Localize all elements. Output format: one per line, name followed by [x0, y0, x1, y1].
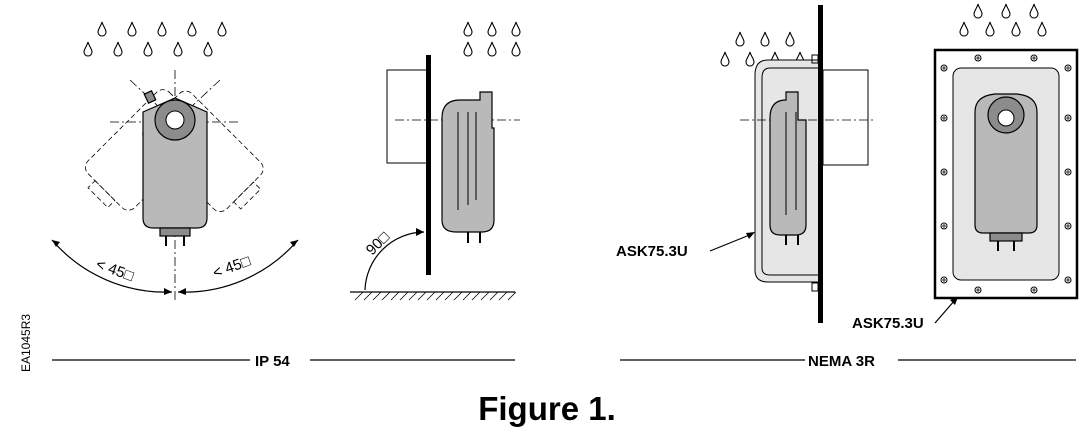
actuator-tilt-view: < 45□ < 45□ — [51, 70, 299, 300]
rain-drop-icon — [1011, 21, 1021, 37]
actuator-icon — [142, 89, 208, 246]
figure-caption: Figure 1. — [478, 390, 616, 427]
mounting-wall-icon — [426, 55, 431, 275]
rain-drop-icon — [113, 41, 123, 57]
section-label-nema: NEMA 3R — [808, 353, 875, 370]
right-tilt-angle-label: < 45□ — [211, 253, 253, 282]
wall-mount-side-view: 90□ — [350, 55, 520, 301]
document-code: EA1045R3 — [19, 314, 33, 372]
rain-drop-icon — [959, 21, 969, 37]
rain-drop-icon — [985, 21, 995, 37]
section-label-ip54: IP 54 — [255, 353, 290, 370]
left-tilt-angle-label: < 45□ — [94, 256, 136, 285]
rain-drop-icon — [487, 21, 497, 37]
enclosure-side-callout: ASK75.3U — [616, 243, 688, 260]
rain-drop-icon — [463, 41, 473, 57]
rain-drop-icon — [83, 41, 93, 57]
rain-drop-icon — [463, 21, 473, 37]
rain-drop-icon — [1029, 3, 1039, 19]
rain-drop-icon — [720, 51, 730, 67]
rain-drop-icon — [173, 41, 183, 57]
rain-drop-icon — [785, 31, 795, 47]
rain-drop-icon — [1037, 21, 1047, 37]
rain-drop-icon — [187, 21, 197, 37]
rain-drop-icon — [745, 51, 755, 67]
enclosure-front-view: ASK75.3U — [852, 48, 1079, 332]
rain-drop-icon — [127, 21, 137, 37]
rain-drop-icon — [157, 21, 167, 37]
rain-drop-icon — [217, 21, 227, 37]
enclosure-side-view: ASK75.3U — [616, 5, 875, 323]
rain-drops-group — [83, 3, 1047, 67]
rain-drop-icon — [760, 31, 770, 47]
enclosure-front-callout: ASK75.3U — [852, 315, 924, 332]
rain-drop-icon — [203, 41, 213, 57]
rain-drop-icon — [97, 21, 107, 37]
wall-angle-label: 90□ — [363, 229, 393, 259]
rain-drop-icon — [487, 41, 497, 57]
rain-drop-icon — [735, 31, 745, 47]
rain-drop-icon — [143, 41, 153, 57]
rain-drop-icon — [511, 41, 521, 57]
rain-drop-icon — [511, 21, 521, 37]
rain-drop-icon — [973, 3, 983, 19]
rain-drop-icon — [1001, 3, 1011, 19]
